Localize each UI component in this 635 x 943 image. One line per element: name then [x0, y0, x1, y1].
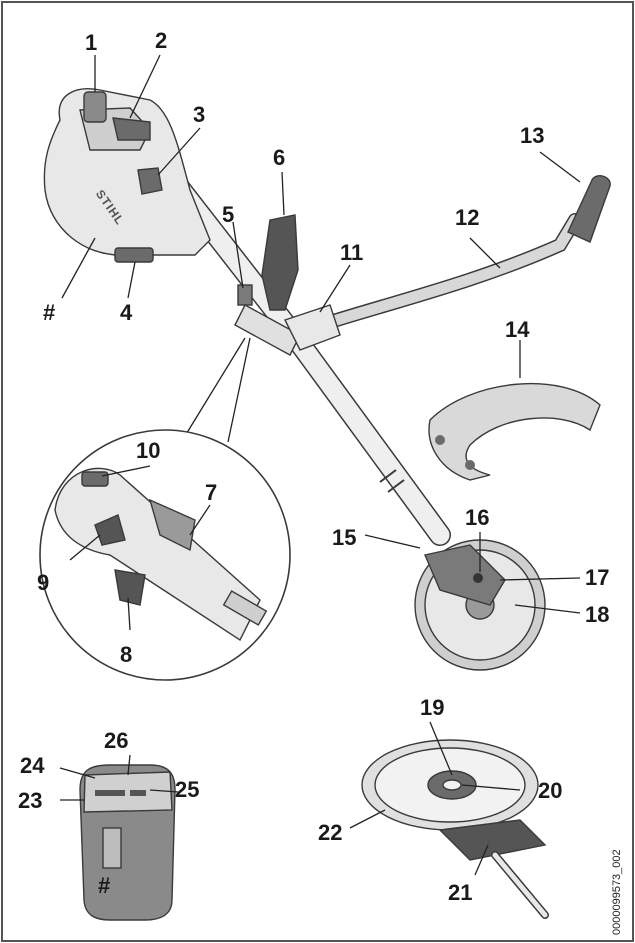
- part-4: [114, 247, 154, 263]
- label-15: 15: [332, 525, 356, 550]
- label-20: 20: [538, 778, 562, 803]
- label-motor-hash: #: [43, 300, 55, 325]
- handlebar: [284, 175, 611, 351]
- label-14: 14: [505, 317, 530, 342]
- figure-code: 0000099573_002: [611, 849, 623, 935]
- part-3: [137, 167, 163, 195]
- label-2: 2: [155, 28, 167, 53]
- label-23: 23: [18, 788, 42, 813]
- label-1: 1: [85, 30, 97, 55]
- label-4: 4: [120, 300, 133, 325]
- control-handle: [234, 214, 301, 356]
- label-16: 16: [465, 505, 489, 530]
- part-2: [112, 117, 151, 141]
- label-18: 18: [585, 602, 609, 627]
- callout-labels: 1 2 3 4 # 5 6 11 12 13 14 15 16 17 18 10…: [18, 28, 609, 905]
- label-5: 5: [222, 202, 234, 227]
- blade-assembly: [361, 739, 549, 919]
- part-10: [81, 471, 109, 487]
- label-11: 11: [340, 240, 363, 265]
- label-26: 26: [104, 728, 128, 753]
- label-13: 13: [520, 123, 544, 148]
- label-10: 10: [136, 438, 160, 463]
- cutting-head: [414, 539, 546, 671]
- label-8: 8: [120, 642, 132, 667]
- lever-7: [148, 498, 196, 552]
- label-22: 22: [318, 820, 342, 845]
- label-25: 25: [175, 777, 199, 802]
- battery-pack: [79, 764, 176, 921]
- label-19: 19: [420, 695, 444, 720]
- label-17: 17: [585, 565, 609, 590]
- label-3: 3: [193, 102, 205, 127]
- label-battery-hash: #: [98, 873, 110, 898]
- label-6: 6: [273, 145, 285, 170]
- motor-housing: STIHL: [43, 88, 211, 263]
- part-9: [94, 514, 126, 546]
- leader-lines: [59, 54, 581, 876]
- switch-lever-1: [83, 91, 107, 123]
- clamp-11: [284, 304, 341, 351]
- label-21: 21: [448, 880, 472, 905]
- label-12: 12: [455, 205, 479, 230]
- grip-13: [567, 175, 611, 243]
- label-24: 24: [20, 753, 45, 778]
- guard-14: [428, 382, 601, 481]
- detail-view: [39, 337, 291, 681]
- label-7: 7: [205, 480, 217, 505]
- trigger-8: [114, 569, 146, 606]
- label-9: 9: [37, 570, 49, 595]
